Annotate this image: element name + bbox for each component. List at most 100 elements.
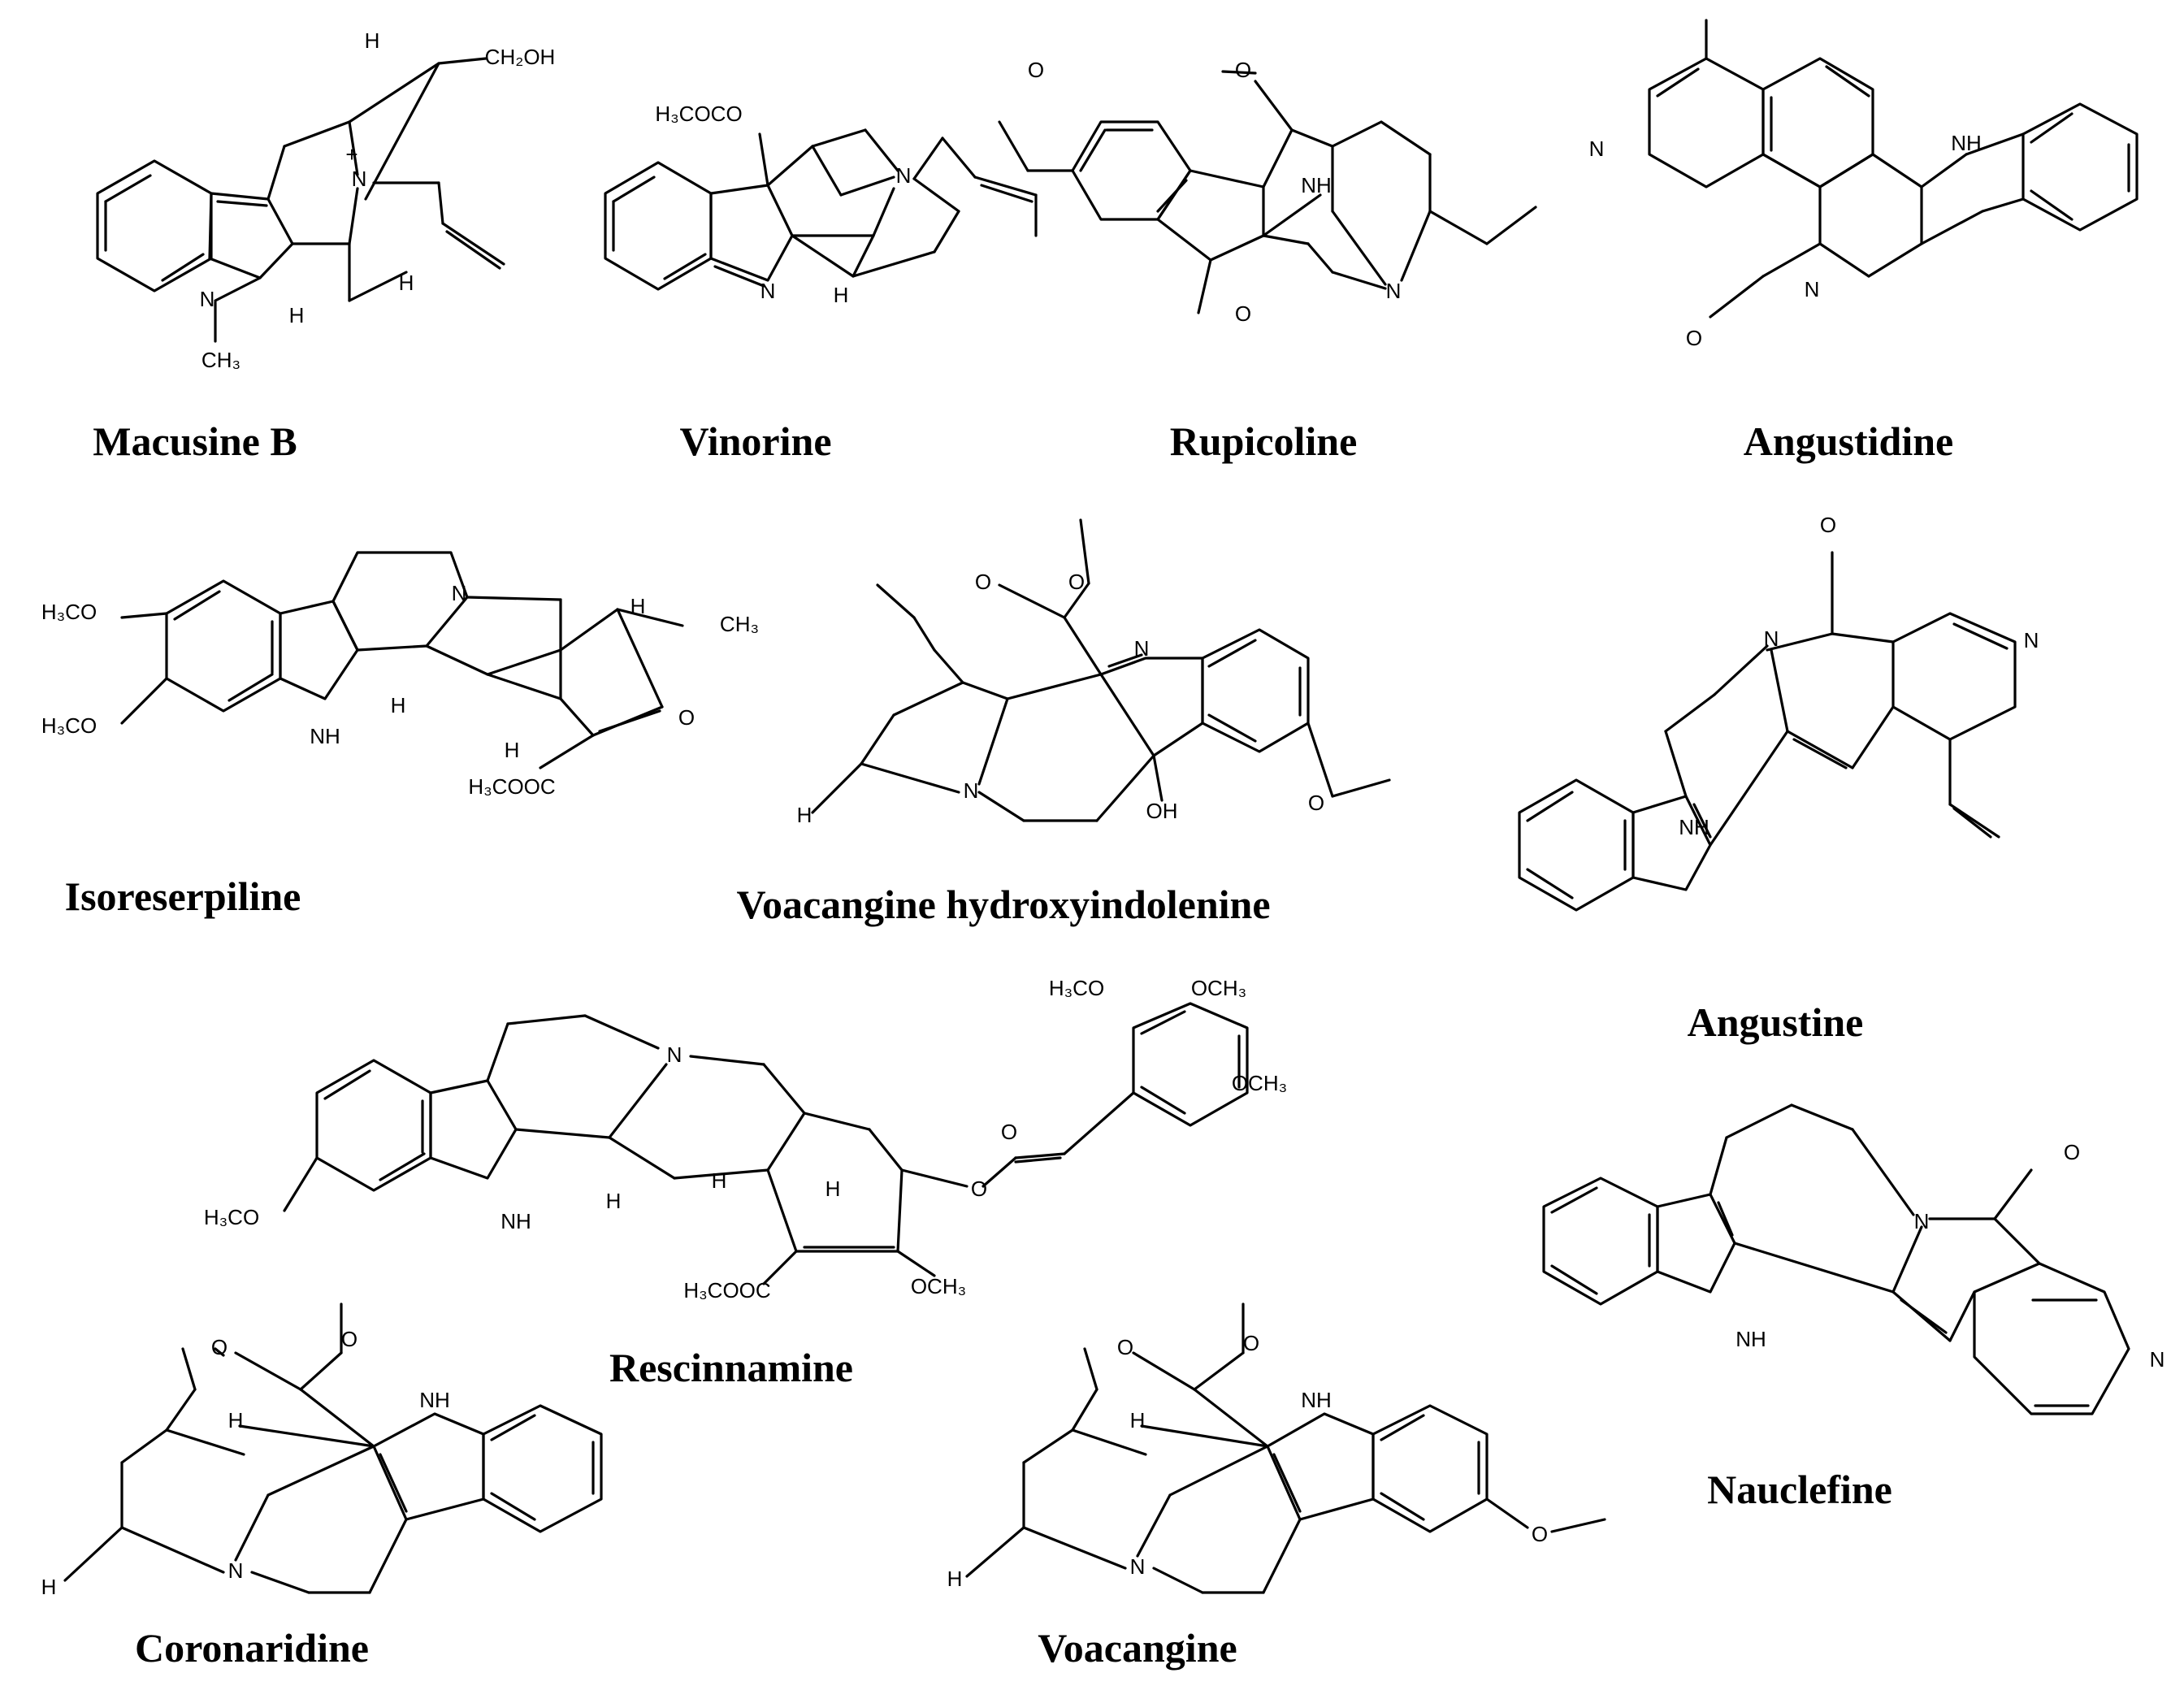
atom-label: OCH₃ xyxy=(911,1274,966,1298)
double-bond-line xyxy=(216,200,268,207)
ring-bond xyxy=(165,579,282,713)
double-bond-line xyxy=(1656,67,1700,98)
atom-label: OCH₃ xyxy=(1232,1071,1287,1095)
atom-label: O xyxy=(1235,301,1251,326)
double-bond-line xyxy=(1792,738,1848,769)
ring-bond xyxy=(604,161,713,291)
double-bond-line xyxy=(323,1069,371,1100)
single-bond xyxy=(1079,518,1090,585)
atom-label: H xyxy=(41,1575,57,1599)
atom-label: H₃CO xyxy=(204,1205,259,1229)
ring-bond xyxy=(96,159,213,293)
single-bond xyxy=(811,128,867,148)
single-bond xyxy=(1071,1428,1147,1456)
ring-bond xyxy=(1648,57,1765,189)
ring-bond xyxy=(709,184,794,282)
single-bond xyxy=(1262,193,1322,237)
double-bond-line xyxy=(173,590,221,621)
single-bond xyxy=(973,176,1038,197)
single-bond xyxy=(860,762,960,794)
single-bond xyxy=(1262,128,1294,189)
single-bond xyxy=(892,681,964,717)
ring-bond xyxy=(1372,1404,1488,1533)
single-bond xyxy=(283,1156,318,1212)
single-bond xyxy=(234,1493,270,1562)
single-bond xyxy=(758,132,769,187)
single-bond xyxy=(1262,1518,1302,1594)
ring-bond xyxy=(2022,102,2138,232)
single-bond xyxy=(689,1055,765,1066)
atom-label: NH xyxy=(1736,1327,1766,1351)
atom-label: O xyxy=(1308,791,1324,815)
ring-bond xyxy=(429,1079,518,1180)
compound-name-angustine: Angustine xyxy=(1688,999,1864,1045)
single-bond xyxy=(120,1526,225,1574)
single-bond xyxy=(864,128,899,172)
single-bond xyxy=(762,1250,798,1285)
single-bond xyxy=(120,1428,168,1464)
single-bond xyxy=(1193,1388,1269,1448)
single-bond xyxy=(486,673,562,700)
single-bond xyxy=(181,1347,197,1391)
atom-label: N xyxy=(352,167,367,191)
atom-label: H xyxy=(826,1177,841,1201)
atom-label: NH xyxy=(1301,173,1332,197)
single-bond xyxy=(896,1168,904,1253)
single-bond xyxy=(1132,1351,1196,1391)
single-bond xyxy=(1762,242,1822,278)
double-bond-line xyxy=(663,253,707,280)
single-bond xyxy=(1818,153,1874,189)
single-bond xyxy=(872,187,895,237)
atom-label-background xyxy=(0,0,2,2)
single-bond xyxy=(1867,242,1923,278)
single-bond xyxy=(1664,693,1716,733)
single-bond xyxy=(1152,754,1164,802)
single-bond xyxy=(965,1526,1025,1578)
atom-label: O xyxy=(1235,58,1251,82)
double-bond-line xyxy=(1900,1298,1948,1334)
single-bond xyxy=(514,1128,611,1139)
single-bond xyxy=(1306,722,1334,798)
atom-label: NH xyxy=(1301,1388,1332,1412)
single-bond xyxy=(608,1136,676,1180)
double-bond-line xyxy=(612,176,656,203)
single-bond xyxy=(876,583,916,619)
single-bond xyxy=(811,145,843,197)
atom-label: NH xyxy=(1679,815,1710,839)
single-bond xyxy=(1063,616,1103,676)
single-bond xyxy=(1095,754,1155,822)
atom-label: H xyxy=(228,1408,244,1432)
single-bond xyxy=(1254,80,1294,132)
atom-label: N xyxy=(1130,1554,1146,1579)
compound-name-coronaridine: Coronaridine xyxy=(135,1625,369,1671)
atom-label: N xyxy=(2150,1347,2165,1372)
atom-label: O xyxy=(1243,1331,1259,1355)
single-bond xyxy=(348,271,408,302)
double-bond-line xyxy=(1952,622,2008,650)
single-bond xyxy=(165,1388,197,1432)
atom-label: O xyxy=(1686,326,1702,350)
ring-bond xyxy=(1099,657,1204,757)
single-bond xyxy=(1770,648,1789,733)
atom-label: O xyxy=(1068,570,1085,594)
atom-label: N xyxy=(1589,137,1605,161)
atom-label: H₃CO xyxy=(41,600,97,624)
single-bond xyxy=(238,1424,375,1448)
double-bond-line xyxy=(1526,868,1574,899)
compound-name-nauclefine: Nauclefine xyxy=(1707,1467,1892,1512)
ring-bond xyxy=(1656,1193,1736,1294)
ring-bond xyxy=(1762,57,1874,189)
single-bond xyxy=(1550,1518,1606,1533)
single-bond xyxy=(1022,1526,1127,1570)
atom-label: N xyxy=(1386,279,1402,303)
atom-label: H₃COOC xyxy=(683,1278,770,1302)
atom-label: O xyxy=(971,1177,987,1201)
single-bond xyxy=(1948,803,2000,839)
compound-name-macusine-b: Macusine B xyxy=(93,418,297,464)
single-bond xyxy=(1948,1290,1976,1342)
single-bond xyxy=(998,120,1029,172)
single-bond xyxy=(1136,1493,1172,1558)
double-bond-line xyxy=(1207,713,1257,743)
